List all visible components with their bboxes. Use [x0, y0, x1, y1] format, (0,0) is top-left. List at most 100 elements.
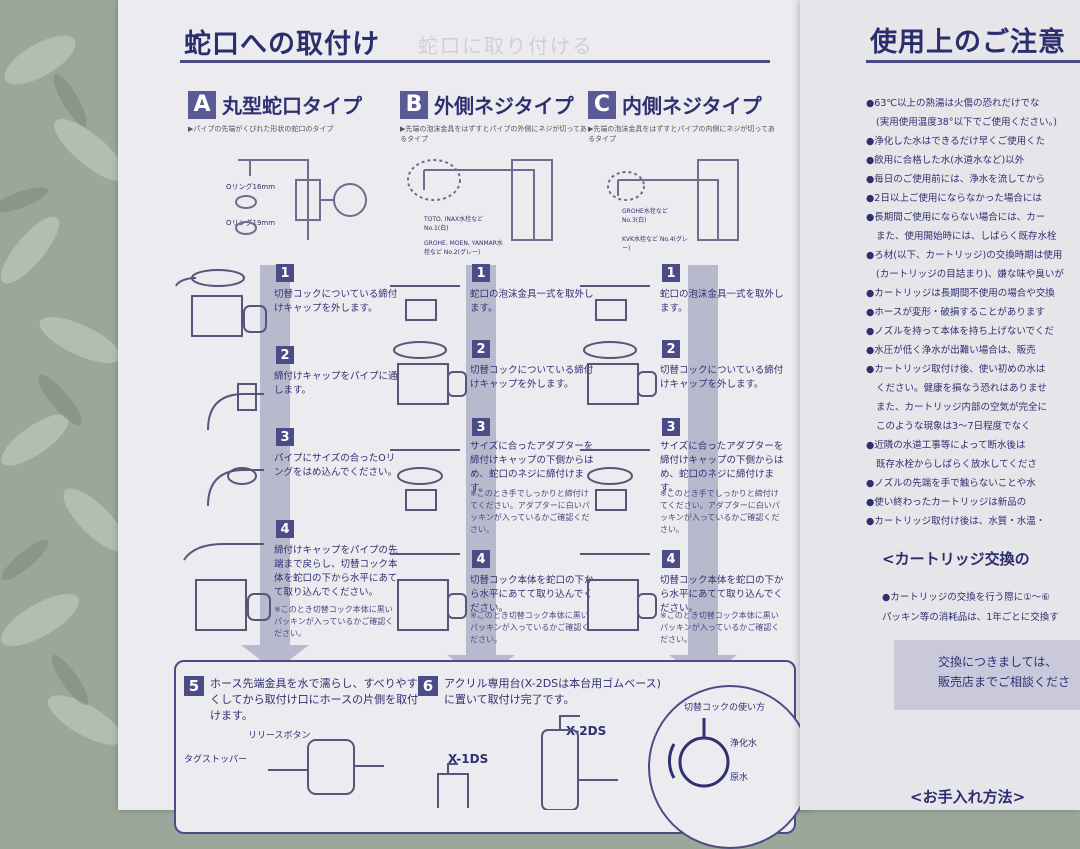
caution-item: ●長期間ご使用にならない場合には、カー — [866, 212, 1046, 223]
step-c4-number: 4 — [662, 550, 680, 568]
caution-item: ●2日以上ご使用にならなかった場合には — [866, 193, 1042, 204]
pipe-sketch-a2 — [207, 383, 264, 431]
step-c4-text: 切替コック本体を蛇口の下から水平にあてて取り込んでください。 — [660, 575, 784, 614]
step-a3-text: パイプにサイズの合ったOリングをはめ込んでください。 — [274, 453, 398, 478]
process-arrow-c — [688, 265, 718, 655]
diverter-sketch-c2 — [583, 341, 657, 405]
column-title-b: 外側ネジタイプ — [434, 94, 574, 118]
badge-c: C — [588, 90, 616, 119]
filter-unit-x1ds-sketch — [437, 763, 469, 808]
step-a1-number: 1 — [276, 264, 294, 282]
step-c4-note: ※このとき切替コック本体に黒いパッキンが入っているかご確認ください。 — [660, 611, 780, 644]
caution-item: ●水圧が低く浄水が出難い場合は、販売 — [866, 345, 1036, 356]
step-c2-number: 2 — [662, 340, 680, 358]
step-b1-number: 1 — [472, 264, 490, 282]
step-5-number: 5 — [184, 676, 204, 696]
caution-item: ●カートリッジは長期間不使用の場合や交換 — [866, 288, 1055, 299]
caution-item: ●使い終わったカートリッジは新品の — [866, 497, 1027, 508]
cartridge-section-title: <カートリッジ交換の — [882, 550, 1030, 568]
diverter-sketch-c4 — [580, 553, 657, 631]
hose-connector-sketch — [268, 739, 384, 795]
caution-item: また、使用開始時には、しばらく既存水栓 — [876, 231, 1057, 242]
caution-item: (実用使用温度38°以下でご使用ください。) — [876, 117, 1058, 128]
model-x1ds-label: X-1DS — [448, 752, 489, 766]
step-b3-text: サイズに合ったアダプターを締付けキャップの下側からはめ、蛇口のネジに締付けます。 — [470, 441, 594, 494]
bleed-through-title: 蛇口に取り付ける — [418, 34, 594, 58]
oring-icons-a — [235, 195, 257, 235]
instruction-page-right: 使用上のご注意 ●63℃以上の熱湯は火傷の恐れだけでな(実用使用温度38°以下で… — [800, 0, 1080, 810]
cartridge-section-text: ●カートリッジの交換を行う際に①～⑥ パッキン等の消耗品は、1年ごとに交換す — [882, 588, 1059, 628]
care-section-title: <お手入れ方法> — [910, 788, 1026, 806]
faucet-illustration-b — [407, 159, 553, 241]
caution-item: ●浄化した水はできるだけ早くご使用くた — [866, 136, 1046, 147]
step-b2-text: 切替コックについている締付けキャップを外します。 — [470, 365, 594, 390]
tag-stopper-label: タグストッパー — [184, 755, 248, 765]
valve-knob-sketch — [667, 718, 730, 788]
adapter-sketch-c3 — [580, 449, 650, 511]
column-head-c: C 内側ネジタイプ — [588, 90, 762, 119]
consult-dealer-box: 交換につきましては、 販売店までご相談くださ — [894, 640, 1080, 710]
step-5: 5 ホース先端金具を水で濡らし、すべりやすくしてから取付け口にホースの片側を取付… — [184, 676, 420, 724]
filter-unit-x2ds-sketch — [541, 715, 618, 810]
cartridge-line-1: ●カートリッジの交換を行う際に①～⑥ — [882, 592, 1050, 603]
step-6-text: アクリル専用台(X-2DSは本台用ゴムベース)に置いて取付け完了です。 — [444, 677, 661, 706]
step-6: 6 アクリル専用台(X-2DSは本台用ゴムベース)に置いて取付け完了です。 — [418, 676, 664, 708]
consult-line-2: 販売店までご相談くださ — [938, 675, 1071, 689]
step-c1-text: 蛇口の泡沫金具一式を取外します。 — [660, 289, 784, 314]
caution-item: ●カートリッジ取付け後は、水質・水温・ — [866, 516, 1046, 527]
leaf-pattern-backdrop — [0, 0, 140, 810]
title-underline — [180, 60, 770, 63]
cautions-title-underline — [866, 60, 1080, 63]
step-b3-number: 3 — [472, 418, 490, 436]
model-x2ds-label: X-2DS — [566, 724, 607, 738]
step-c3-number: 3 — [662, 418, 680, 436]
raw-water-label: 原水 — [730, 773, 749, 783]
column-subtitle-a: ▶パイプの先端がくびれた形状の蛇口のタイプ — [188, 125, 334, 133]
caution-item: ●カートリッジ取付け後、使い初めの水は — [866, 364, 1046, 375]
step-a2-number: 2 — [276, 346, 294, 364]
caution-item: (カートリッジの目詰まり)、嫌な味や臭いが — [876, 269, 1064, 280]
step-a2-text: 締付けキャップをパイプに通します。 — [274, 371, 398, 396]
cautions-list: ●63℃以上の熱湯は火傷の恐れだけでな(実用使用温度38°以下でご使用ください。… — [866, 94, 1080, 531]
faucet-illustration-c — [607, 159, 739, 241]
oring-16-label: Oリング16mm — [226, 183, 276, 191]
aerator-sketch-c1 — [580, 285, 650, 321]
step-c1-number: 1 — [662, 264, 680, 282]
step-6-number: 6 — [418, 676, 438, 696]
process-arrow-b — [466, 265, 496, 655]
instruction-page-left: 蛇口に取り付ける 蛇口への取付け A 丸型蛇口タイプ ▶パイプの先端がくびれた形… — [118, 0, 812, 849]
step-c2-text: 切替コックについている締付けキャップを外します。 — [660, 365, 784, 390]
purified-water-label: 浄化水 — [730, 739, 758, 749]
step-c3-note: ※このとき手でしっかりと締付けてください。アダプターに白いパッキンが入っているか… — [660, 489, 780, 534]
page-title: 蛇口への取付け — [184, 29, 380, 60]
release-button-label: リリースボタン — [248, 731, 311, 741]
caution-item: ください。健康を損なう恐れはありませ — [876, 383, 1047, 394]
column-subtitle-b: ▶先端の泡沫金具をはずすとパイプの外側にネジが切ってあるタイプ — [400, 125, 587, 143]
step-a4-number: 4 — [276, 520, 294, 538]
caution-item: このような現象は3～7日程度でなく — [876, 421, 1031, 432]
adapter-no4-label: KVK水栓など No.4(グレー) — [622, 236, 689, 252]
faucet-illustration-a — [238, 159, 367, 240]
step-a3-number: 3 — [276, 428, 294, 446]
cartridge-line-2: パッキン等の消耗品は、1年ごとに交換す — [882, 612, 1059, 623]
step-b4-number: 4 — [472, 550, 490, 568]
step-b4-text: 切替コック本体を蛇口の下から水平にあてて取り込んでください。 — [470, 575, 594, 614]
adapter-no1-label: TOTO, INAX水栓など No.1(白) — [424, 216, 484, 232]
aerator-sketch-b1 — [390, 285, 460, 321]
step-5-text: ホース先端金具を水で濡らし、すべりやすくしてから取付け口にホースの片側を取付けま… — [210, 677, 419, 722]
step-a4-text: 締付けキャップをパイプの先端まで戻らし、切替コック本体を蛇口の下から水平にあてて… — [274, 545, 398, 598]
column-title-a: 丸型蛇口タイプ — [222, 94, 362, 118]
column-subtitle-c: ▶先端の泡沫金具をはずすとパイプの内側にネジが切ってあるタイプ — [588, 125, 775, 143]
caution-item: ●飲用に合格した水(水道水など)以外 — [866, 155, 1025, 166]
consult-line-1: 交換につきましては、 — [938, 655, 1058, 669]
caution-item: ●ろ材(以下、カートリッジ)の交換時期は使用 — [866, 250, 1063, 261]
step-a4-note: ※このとき切替コック本体に黒いパッキンが入っているかご確認ください。 — [274, 605, 394, 638]
step-b2-number: 2 — [472, 340, 490, 358]
diverter-sketch-a4 — [183, 543, 271, 631]
caution-item: ●ホースが変形・破損することがあります — [866, 307, 1045, 318]
adapter-sketch-b3 — [390, 449, 460, 511]
adapter-no3-label: GROHE水栓など No.3(白) — [622, 208, 668, 224]
pipe-sketch-a3 — [207, 467, 264, 507]
caution-item: ●ノズルを持って本体を持ち上げないでくだ — [866, 326, 1055, 337]
caution-item: ●ノズルの先端を手で触らないことや水 — [866, 478, 1036, 489]
